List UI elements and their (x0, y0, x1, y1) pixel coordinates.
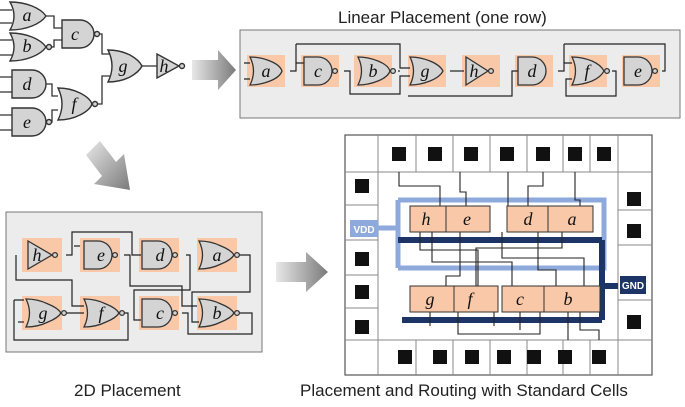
gate-f-label: f (71, 94, 79, 114)
chip-grid (345, 135, 652, 375)
linear-cell-3: b (369, 61, 378, 81)
routing-wires (398, 172, 600, 340)
grid-cell-b: b (213, 303, 222, 323)
linear-cell-7: f (584, 61, 592, 81)
grid-gate-labels: h e d a g f c b (33, 245, 222, 323)
routing-cell-h: h (422, 209, 431, 229)
gnd-rails (398, 237, 618, 323)
routing-cell-a: a (568, 209, 577, 229)
caption-placement-routing: Placement and Routing with Standard Cell… (300, 381, 628, 400)
linear-cell-1: a (262, 61, 271, 81)
routing-cell-e: e (463, 209, 471, 229)
routing-cell-dividers (445, 206, 549, 312)
gate-g-shape (106, 49, 143, 83)
grid-cell-g: g (39, 303, 48, 323)
arrow-to-routing (276, 252, 328, 292)
routing-cell-labels: h e d a g f c b (422, 209, 577, 309)
schematic-gate-shapes (8, 1, 186, 137)
placement-2d-panel (5, 211, 263, 353)
grid-gate-shapes (24, 239, 241, 328)
routing-cell-d: d (524, 209, 534, 229)
vdd-label: VDD (353, 225, 374, 236)
grid-wires (13, 231, 253, 341)
gate-a-label: a (23, 5, 32, 25)
arrow-to-linear (192, 50, 236, 90)
vdd-pad (350, 220, 378, 237)
gate-schematic (0, 9, 157, 131)
linear-cell-2: c (314, 61, 322, 81)
grid-cell-d: d (156, 245, 166, 265)
io-pads (355, 147, 641, 364)
gate-c-label: c (71, 24, 79, 44)
routing-cells (409, 205, 601, 313)
gnd-label: GND (622, 281, 644, 292)
routing-cell-b: b (564, 289, 573, 309)
gate-h-shape (156, 52, 181, 80)
gate-e-shape (11, 107, 47, 137)
caption-linear-placement: Linear Placement (one row) (338, 8, 547, 27)
gate-f-shape (56, 87, 93, 121)
gate-h-label: h (160, 56, 169, 76)
grid-cell-e: e (97, 245, 105, 265)
linear-gate-shapes (248, 55, 659, 87)
gate-c-shape (61, 19, 95, 49)
linear-cell-8: e (634, 61, 642, 81)
routing-cell-g: g (426, 289, 435, 309)
gate-d-shape (11, 69, 47, 99)
gate-g-label: g (119, 56, 128, 76)
gate-b-label: b (23, 36, 32, 56)
schematic-gate-labels: a b c d e f g h (23, 5, 169, 132)
linear-cell-6: d (528, 61, 538, 81)
grid-cell-c: c (156, 303, 164, 323)
vdd-rails (378, 197, 607, 271)
routing-cell-f: f (467, 289, 475, 309)
gnd-pad (620, 276, 646, 294)
linear-cell-5: h (470, 61, 479, 81)
linear-wires (244, 43, 666, 97)
gate-a-shape (8, 1, 47, 31)
grid-cell-a: a (213, 245, 222, 265)
caption-2d-placement: 2D Placement (74, 381, 181, 400)
grid-cell-h: h (33, 245, 42, 265)
gate-e-label: e (23, 112, 31, 132)
gate-b-shape (8, 32, 47, 62)
gate-d-label: d (23, 74, 33, 94)
linear-gate-labels: a c b g h d f e (262, 61, 643, 81)
routing-cell-c: c (516, 289, 524, 309)
linear-cell-4: g (421, 61, 430, 81)
arrow-to-2d (86, 141, 130, 190)
grid-cell-f: f (98, 303, 106, 323)
